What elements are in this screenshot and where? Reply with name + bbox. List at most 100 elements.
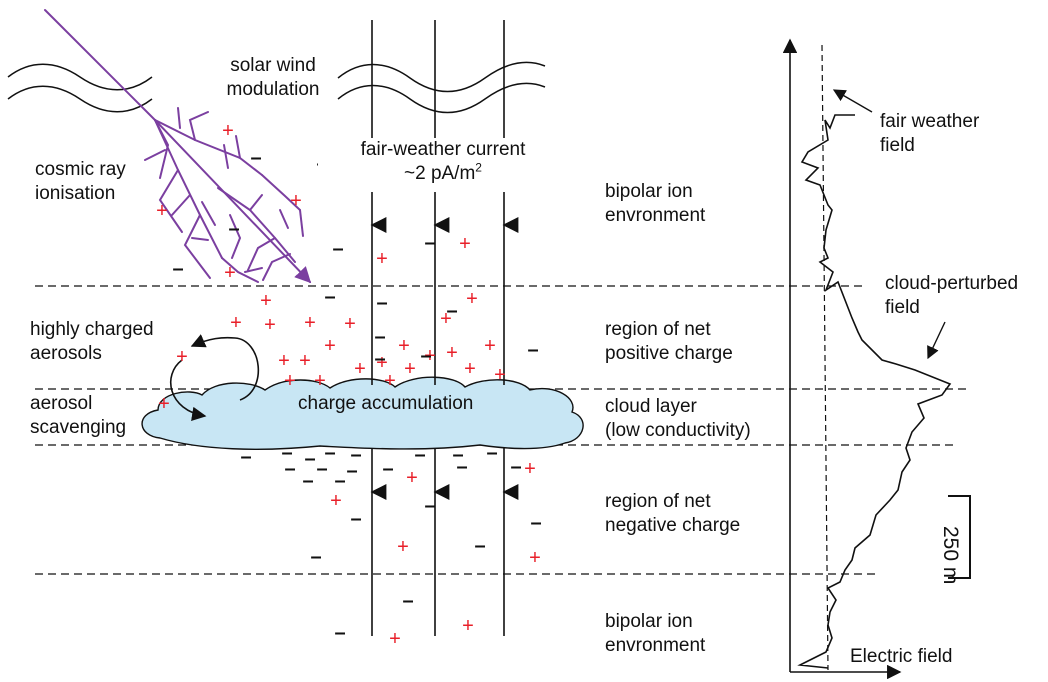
- negative-charge: –: [281, 442, 292, 464]
- negative-charge: –: [350, 444, 361, 466]
- negative-charge: –: [316, 458, 327, 480]
- fair-weather-current-lines: [370, 20, 519, 636]
- positive-charge: +: [529, 547, 541, 569]
- positive-charge: +: [330, 490, 342, 512]
- negative-charge: –: [374, 348, 385, 370]
- cosmic-ray-shower: [44, 9, 312, 284]
- positive-charge: +: [462, 615, 474, 637]
- positive-charge: +: [299, 350, 311, 372]
- negative-charge: –: [474, 535, 485, 557]
- fair-weather-current-label: fair-weather current ~2 pA/m2: [318, 138, 568, 186]
- positive-charge: +: [398, 335, 410, 357]
- positive-charge: +: [397, 536, 409, 558]
- positive-charge: +: [406, 467, 418, 489]
- cloud: [141, 376, 584, 450]
- negative-charge: –: [376, 292, 387, 314]
- scale-bar-label: 250 m: [939, 526, 962, 585]
- negative-charge: –: [228, 218, 239, 240]
- negative-charge: –: [324, 442, 335, 464]
- charges: +++++++++++++++++++++++++++++++++++++–––…: [156, 120, 541, 650]
- negative-charge: –: [452, 444, 463, 466]
- positive-charge: +: [156, 200, 168, 222]
- negative-charge: –: [456, 456, 467, 478]
- positive-charge: +: [404, 358, 416, 380]
- electric-field-label: Electric field: [850, 646, 953, 667]
- positive-charge: +: [224, 262, 236, 284]
- cloud-perturbed-field-profile: [797, 114, 952, 669]
- fair-weather-current-line1: fair-weather current: [360, 139, 526, 160]
- negative-charge: –: [374, 326, 385, 348]
- positive-charge: +: [446, 342, 458, 364]
- field-axes: [782, 38, 902, 680]
- negative-charge: –: [424, 232, 435, 254]
- positive-charge: +: [389, 628, 401, 650]
- positive-charge: +: [466, 288, 478, 310]
- fair-weather-field-line: [821, 44, 829, 671]
- positive-charge: +: [494, 364, 506, 386]
- negative-charge: –: [414, 444, 425, 466]
- negative-charge: –: [446, 300, 457, 322]
- positive-charge: +: [260, 290, 272, 312]
- negative-charge: –: [304, 448, 315, 470]
- fair-weather-current-line2: ~2 pA/m2: [404, 160, 482, 184]
- positive-charge: +: [222, 120, 234, 142]
- positive-charge: +: [314, 370, 326, 392]
- positive-charge: +: [284, 370, 296, 392]
- negative-charge: –: [172, 258, 183, 280]
- positive-charge: +: [384, 370, 396, 392]
- negative-charge: –: [424, 495, 435, 517]
- negative-charge: –: [332, 238, 343, 260]
- negative-charge: –: [334, 622, 345, 644]
- negative-charge: –: [250, 147, 261, 169]
- positive-charge: +: [376, 352, 388, 374]
- positive-charge: +: [230, 312, 242, 334]
- negative-charge: –: [324, 286, 335, 308]
- negative-charge: –: [486, 442, 497, 464]
- pointer-arrows: [832, 89, 946, 360]
- positive-charge: +: [278, 350, 290, 372]
- negative-charge: –: [302, 470, 313, 492]
- negative-charge: –: [334, 470, 345, 492]
- negative-charge: –: [420, 345, 431, 367]
- positive-charge: +: [176, 346, 188, 368]
- scale-bar: [948, 495, 971, 579]
- positive-charge: +: [264, 314, 276, 336]
- positive-charge: +: [304, 312, 316, 334]
- positive-charge: +: [524, 458, 536, 480]
- positive-charge: +: [459, 233, 471, 255]
- positive-charge: +: [424, 345, 436, 367]
- positive-charge: +: [158, 393, 170, 415]
- positive-charge: +: [440, 308, 452, 330]
- positive-charge: +: [344, 313, 356, 335]
- positive-charge: +: [290, 190, 302, 212]
- negative-charge: –: [310, 546, 321, 568]
- positive-charge: +: [376, 248, 388, 270]
- negative-charge: –: [527, 339, 538, 361]
- negative-charge: –: [382, 458, 393, 480]
- positive-charge: +: [354, 358, 366, 380]
- negative-charge: –: [284, 458, 295, 480]
- region-cloud-layer-label: cloud layer(low conductivity): [605, 396, 751, 441]
- negative-charge: –: [350, 508, 361, 530]
- negative-charge: –: [402, 590, 413, 612]
- negative-charge: –: [530, 512, 541, 534]
- positive-charge: +: [484, 335, 496, 357]
- negative-charge: –: [510, 456, 521, 478]
- negative-charge: –: [240, 446, 251, 468]
- positive-charge: +: [324, 335, 336, 357]
- negative-charge: –: [346, 460, 357, 482]
- scavenging-arrows: [170, 334, 260, 422]
- charge-accumulation-label: charge accumulation: [298, 393, 474, 414]
